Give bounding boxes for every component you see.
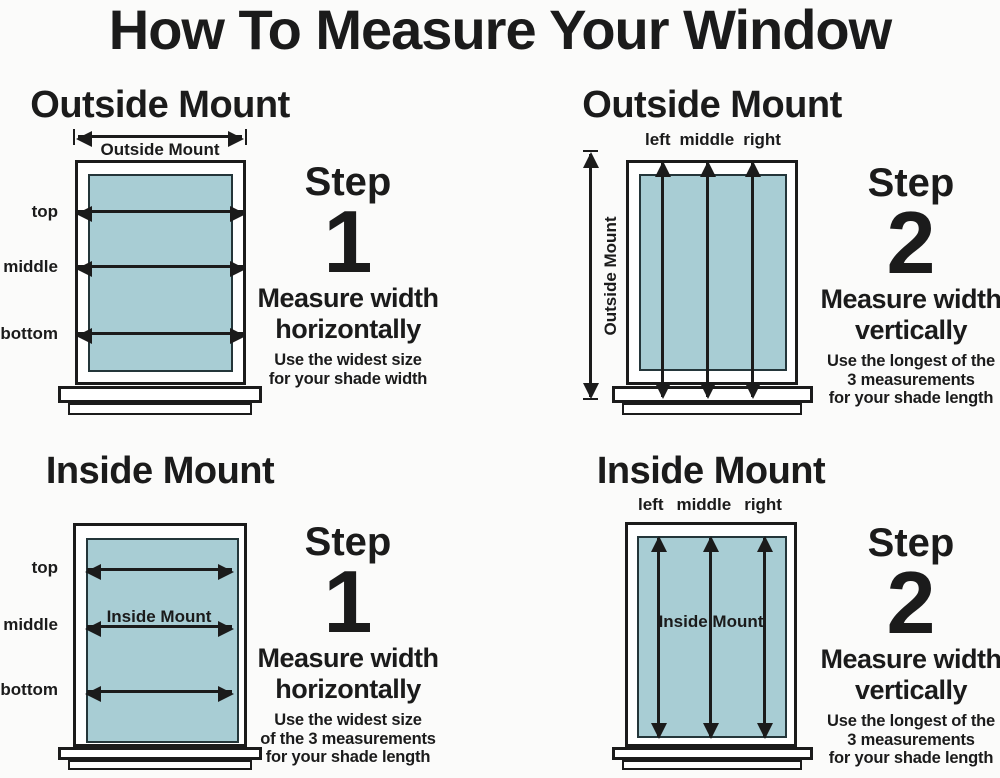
step-notes: Use the longest of the 3 measurements fo… — [813, 712, 1000, 767]
width-arrow-top-icon — [76, 206, 246, 222]
step-panel-inside-2: Step 2 Measure width vertically Use the … — [813, 523, 1000, 768]
width-arrow-middle-icon — [85, 621, 234, 637]
window-frame — [626, 160, 798, 385]
inside-mount-pane-label: Inside Mount — [106, 607, 212, 626]
row-label-bottom: bottom — [0, 680, 58, 699]
column-label-left: left — [638, 495, 664, 514]
step-note-line: Use the widest size — [274, 711, 422, 730]
length-arrow-left-icon — [651, 536, 667, 739]
width-arrow-bottom-icon — [85, 686, 234, 702]
step-action-line: Measure width — [257, 643, 439, 674]
column-label-middle: middle — [676, 495, 732, 514]
page-title: How To Measure Your Window — [108, 0, 892, 61]
section-inside-mount-step1: Inside Mount Inside Mount top middle bot… — [0, 430, 450, 778]
window-frame — [73, 523, 247, 747]
measure-tick-right-icon — [245, 129, 247, 145]
row-label-top: top — [31, 558, 58, 577]
step-notes: Use the widest size of the 3 measurement… — [250, 711, 446, 766]
column-label-right: right — [743, 130, 781, 149]
outside-mount-measure-label: Outside Mount — [601, 216, 620, 336]
outside-width-measure-arrow-icon — [76, 131, 244, 147]
row-label-middle: middle — [3, 257, 58, 276]
step-note-line: for your shade length — [828, 389, 994, 408]
step-action-line: Measure width — [820, 284, 1000, 315]
inside-mount-step2-heading: Inside Mount — [596, 450, 826, 492]
outside-mount-measure-label: Outside Mount — [100, 140, 220, 159]
measure-tick-top-icon — [583, 150, 598, 152]
step-notes: Use the widest size for your shade width — [250, 351, 446, 388]
step-number: 1 — [323, 192, 373, 291]
window-pane — [637, 536, 787, 738]
column-labels: left middle right — [645, 130, 781, 150]
window-pane — [88, 174, 233, 372]
window-frame — [75, 160, 246, 385]
column-label-middle: middle — [679, 130, 735, 149]
window-sill-base — [68, 403, 252, 415]
step-action-line: vertically — [854, 315, 968, 346]
length-arrow-left-icon — [655, 161, 671, 399]
step-action-line: Measure width — [257, 283, 439, 314]
column-labels: left middle right — [638, 495, 782, 515]
step-word: Step — [304, 160, 392, 204]
row-label-middle: middle — [3, 615, 58, 634]
inside-mount-pane-label: Inside Mount — [658, 612, 764, 631]
step-note-line: for your shade width — [268, 369, 428, 388]
step-number: 2 — [886, 553, 936, 652]
window-sill-base — [622, 403, 802, 415]
step-action-line: horizontally — [275, 674, 421, 705]
step-note-line: Use the widest size — [274, 351, 422, 370]
section-inside-mount-step2: Inside Mount left middle right Inside Mo… — [550, 430, 1000, 778]
step-number: 2 — [886, 193, 936, 292]
row-label-top: top — [31, 202, 58, 221]
section-outside-mount-step2: Outside Mount left middle right Outside … — [550, 80, 1000, 430]
step-note-line: 3 measurements — [847, 730, 975, 749]
step-note-line: 3 measurements — [847, 370, 975, 389]
outside-mount-step2-heading: Outside Mount — [582, 84, 842, 126]
width-arrow-top-icon — [85, 564, 234, 580]
step-word: Step — [867, 161, 955, 205]
step-notes: Use the longest of the 3 measurements fo… — [813, 352, 1000, 407]
step-panel-outside-2: Step 2 Measure width vertically Use the … — [813, 163, 1000, 408]
step-note-line: Use the longest of the — [827, 712, 995, 731]
step-action-line: horizontally — [275, 314, 421, 345]
step-note-line: for your shade length — [828, 749, 994, 768]
step-note-line: Use the longest of the — [827, 352, 995, 371]
row-label-bottom: bottom — [0, 324, 58, 343]
length-arrow-right-icon — [745, 161, 761, 399]
length-arrow-right-icon — [757, 536, 773, 739]
section-outside-mount-step1: Outside Mount Outside Mount top middle b… — [0, 80, 450, 430]
outside-mount-step1-heading: Outside Mount — [30, 84, 290, 126]
inside-mount-step1-heading: Inside Mount — [45, 450, 275, 492]
window-sill — [58, 747, 262, 760]
window-sill-base — [622, 760, 802, 770]
window-sill-base — [68, 760, 252, 770]
length-arrow-middle-icon — [700, 161, 716, 399]
window-sill — [612, 747, 813, 760]
step-number: 1 — [323, 552, 373, 651]
window-frame — [625, 522, 797, 747]
step-note-line: for your shade length — [265, 748, 431, 767]
width-arrow-bottom-icon — [76, 328, 246, 344]
outside-length-measure-arrow-icon — [583, 152, 599, 399]
column-label-right: right — [744, 495, 782, 514]
step-panel-outside-1: Step 1 Measure width horizontally Use th… — [250, 162, 446, 388]
measure-tick-left-icon — [73, 129, 75, 145]
window-pane — [86, 538, 239, 743]
step-action-line: Measure width — [820, 644, 1000, 675]
step-note-line: of the 3 measurements — [260, 729, 436, 748]
step-word: Step — [867, 521, 955, 565]
step-action-line: vertically — [854, 675, 968, 706]
length-arrow-middle-icon — [703, 536, 719, 739]
width-arrow-middle-icon — [76, 261, 246, 277]
column-label-left: left — [645, 130, 671, 149]
window-sill — [58, 386, 262, 403]
measure-tick-bottom-icon — [583, 398, 598, 400]
step-panel-inside-1: Step 1 Measure width horizontally Use th… — [250, 522, 446, 767]
step-word: Step — [304, 520, 392, 564]
